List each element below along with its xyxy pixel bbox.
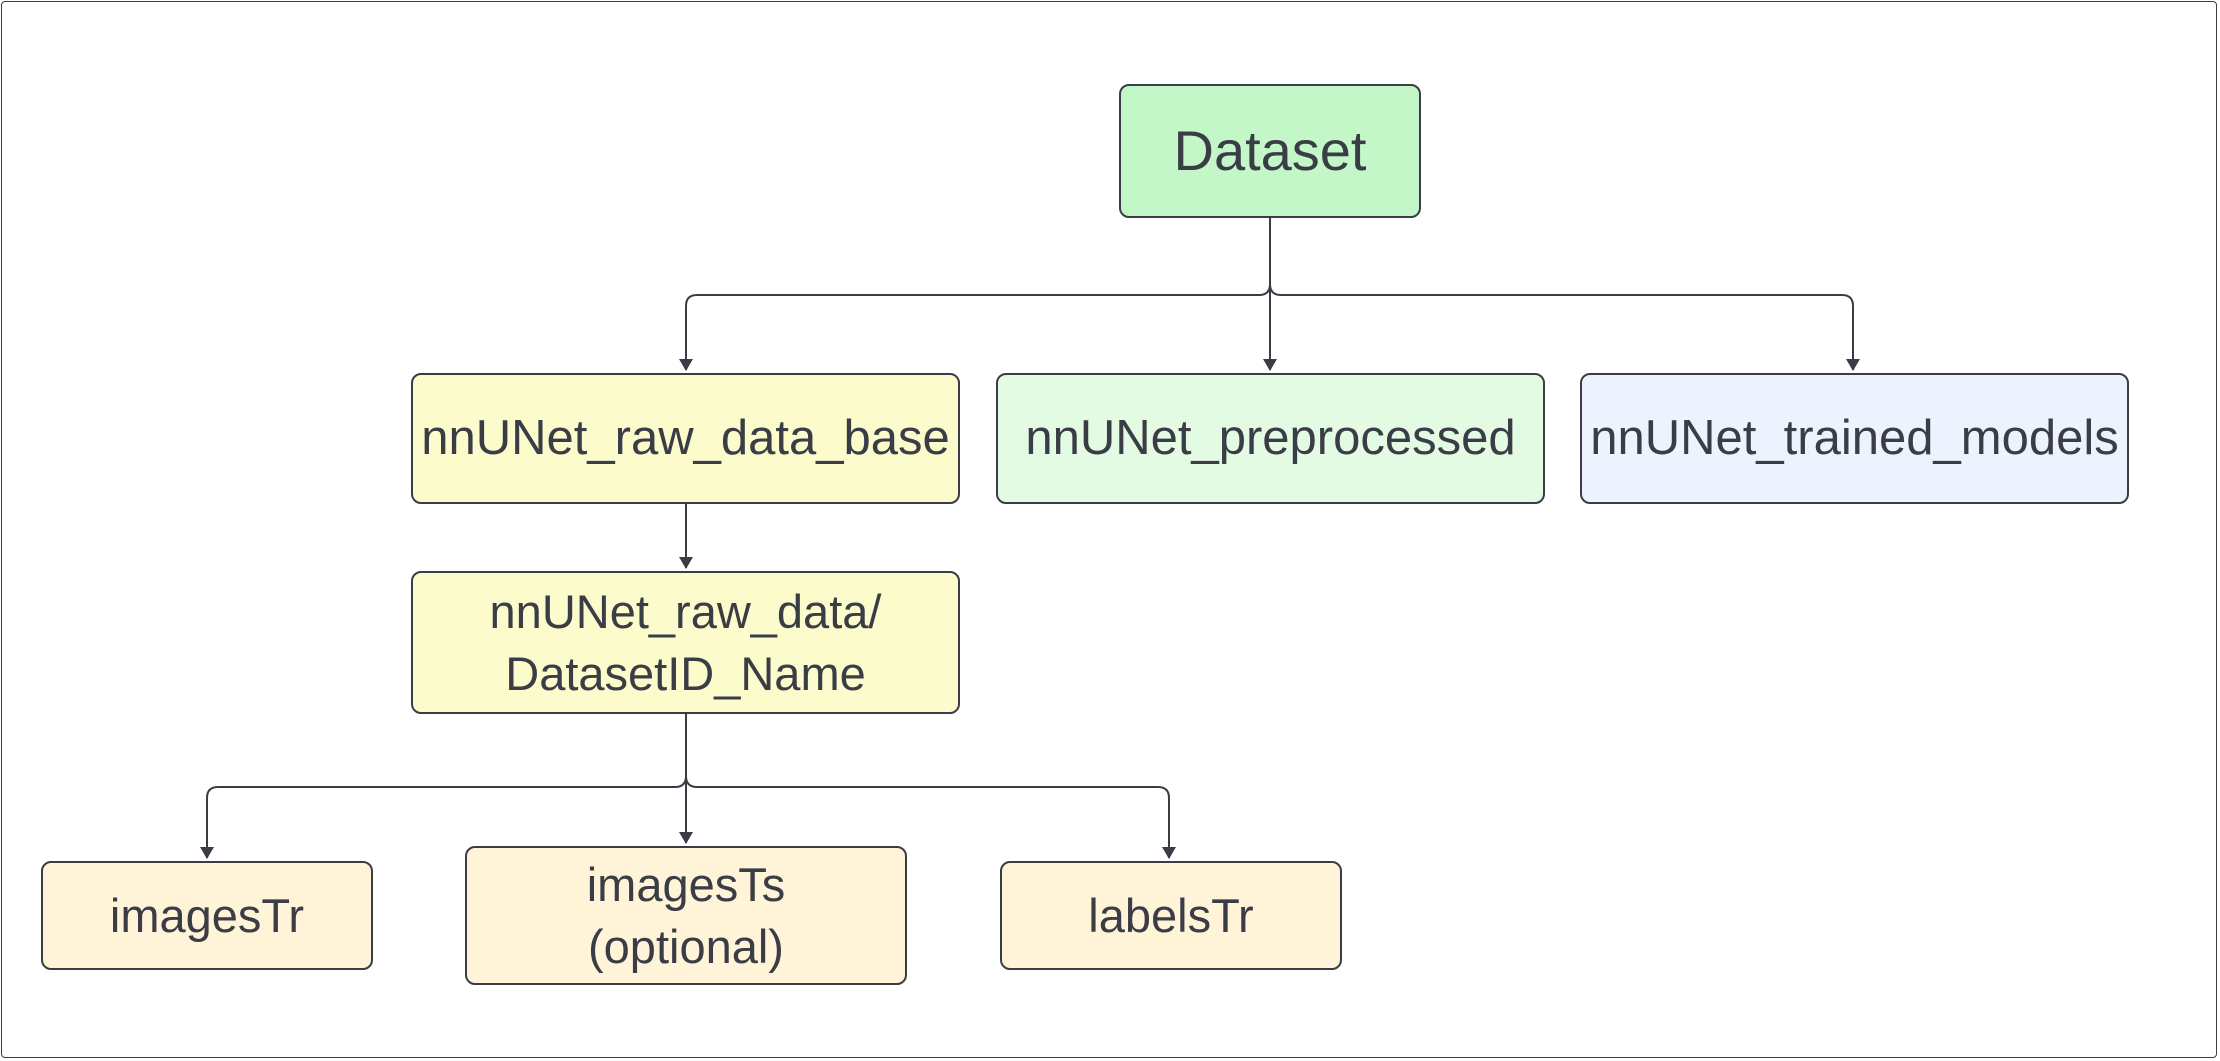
dataset-node: Dataset <box>1119 84 1421 218</box>
raw-data-base-node: nnUNet_raw_data_base <box>411 373 960 504</box>
images-tr-node: imagesTr <box>41 861 373 970</box>
labels-tr-node: labelsTr <box>1000 861 1342 970</box>
preprocessed-node: nnUNet_preprocessed <box>996 373 1545 504</box>
raw-data-base-label: nnUNet_raw_data_base <box>421 410 950 465</box>
images-ts-label: imagesTs (optional) <box>586 858 786 973</box>
preprocessed-label: nnUNet_preprocessed <box>1025 410 1516 465</box>
images-ts-node: imagesTs (optional) <box>465 846 907 985</box>
labels-tr-label: labelsTr <box>1088 888 1254 942</box>
raw-data-label: nnUNet_raw_data/ DatasetID_Name <box>489 585 882 700</box>
dataset-label: Dataset <box>1173 118 1367 182</box>
trained-models-node: nnUNet_trained_models <box>1580 373 2129 504</box>
images-tr-label: imagesTr <box>109 888 305 942</box>
trained-models-label: nnUNet_trained_models <box>1590 410 2119 465</box>
raw-data-node: nnUNet_raw_data/ DatasetID_Name <box>411 571 960 714</box>
